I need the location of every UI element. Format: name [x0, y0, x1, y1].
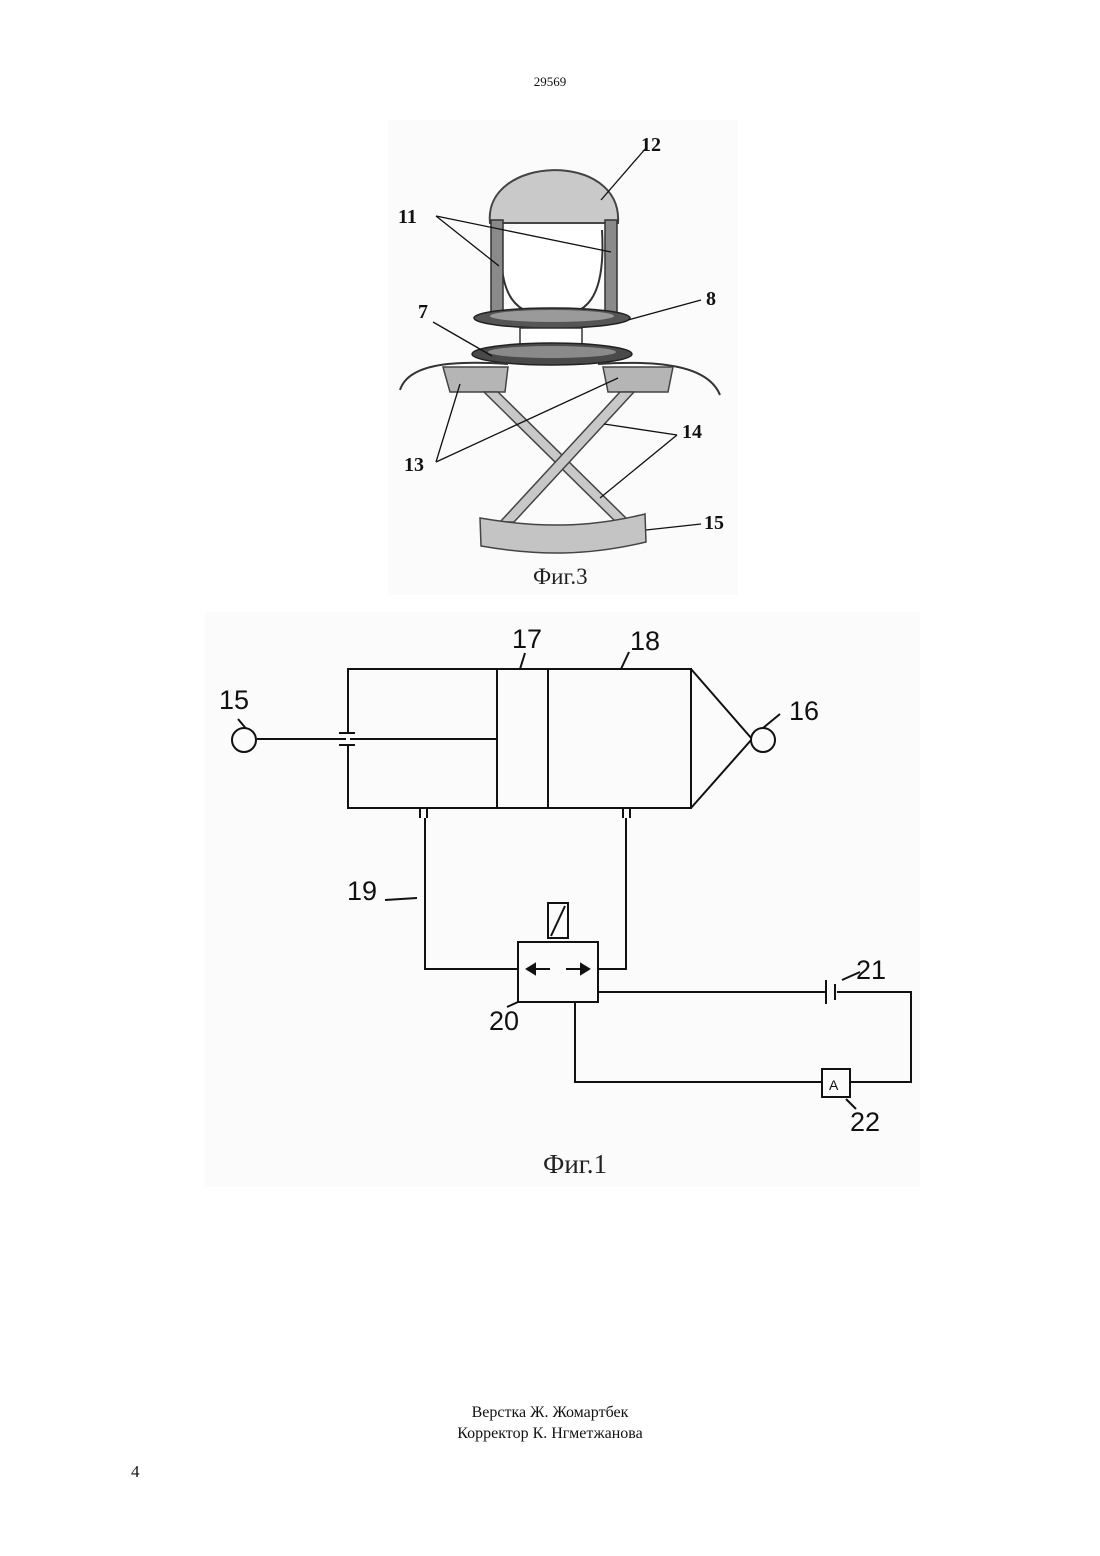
figure-1-drawing: A 15 16 17 18 19 20 21 22 Фиг.1: [205, 612, 920, 1187]
cone-nozzle: [691, 669, 752, 808]
endpoint-15-circle: [232, 728, 256, 752]
callout-13: 13: [404, 454, 424, 476]
callout-15: 15: [219, 685, 249, 715]
callout-20: 20: [489, 1006, 519, 1036]
proofreader-credit: Корректор К. Нгметжанова: [0, 1423, 1100, 1444]
figure-1: A 15 16 17 18 19 20 21 22 Фиг.1: [205, 612, 920, 1187]
dome-cap: [490, 170, 618, 223]
callout-19: 19: [347, 876, 377, 906]
callout-18: 18: [630, 626, 660, 656]
left-post: [491, 220, 503, 320]
callout-11: 11: [398, 206, 417, 228]
brace-right-to-left: [500, 392, 634, 522]
hose-19: [425, 818, 518, 969]
ammeter-label: A: [829, 1077, 839, 1093]
figure-3-drawing: 12 11 8 7 13 14 15 Фиг.3: [388, 120, 738, 595]
endpoint-16-circle: [751, 728, 775, 752]
wire-to-valve-bottom: [575, 1002, 822, 1082]
callout-15: 15: [704, 512, 724, 534]
credits-block: Верстка Ж. Жомартбек Корректор К. Нгметж…: [0, 1402, 1100, 1444]
callout-16: 16: [789, 696, 819, 726]
page-number: 4: [131, 1462, 140, 1482]
right-post: [605, 220, 617, 320]
figure-3: 12 11 8 7 13 14 15 Фиг.3: [388, 120, 738, 595]
callout-8: 8: [706, 288, 716, 310]
figure-3-caption: Фиг.3: [533, 564, 588, 589]
document-number: 29569: [0, 74, 1100, 90]
callout-22: 22: [850, 1107, 880, 1137]
callout-21: 21: [856, 955, 886, 985]
left-pad: [443, 367, 508, 392]
hose-right: [598, 818, 626, 969]
callout-14: 14: [682, 421, 702, 443]
callout-17: 17: [512, 624, 542, 654]
head-outline: [501, 230, 602, 316]
callout-7: 7: [418, 301, 428, 323]
callout-12: 12: [641, 134, 661, 156]
figure-1-caption: Фиг.1: [543, 1149, 607, 1179]
layout-credit: Верстка Ж. Жомартбек: [0, 1402, 1100, 1423]
